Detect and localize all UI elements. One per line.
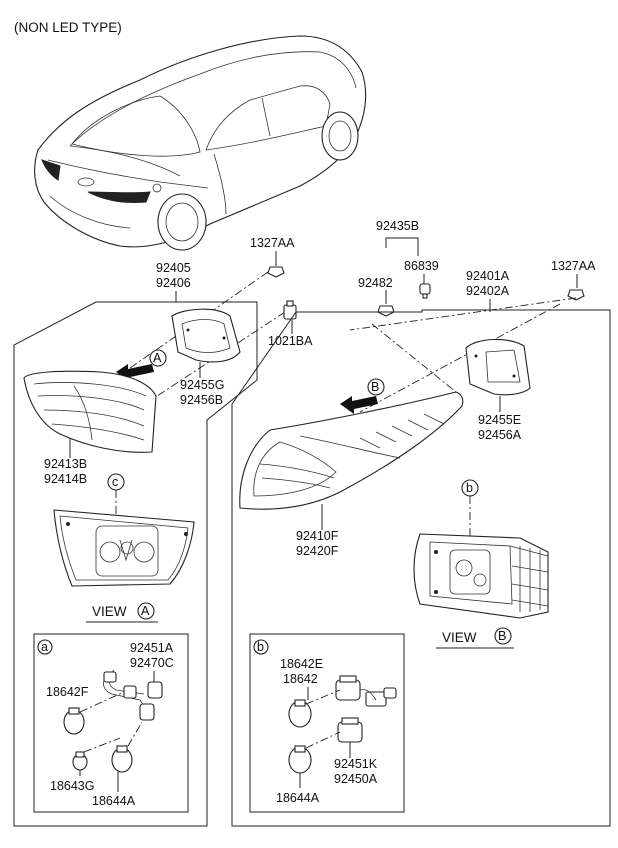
bulb-socket-b-upper-icon xyxy=(335,675,397,707)
bulb-18642F-icon xyxy=(63,707,85,735)
nut-icon xyxy=(267,266,285,278)
callout-B-circle xyxy=(367,378,385,396)
callout-b-box-circle xyxy=(253,639,269,655)
callout-c: c xyxy=(112,475,118,489)
part-label-92482: 92482 xyxy=(358,276,393,290)
part-label-92410F: 92410F xyxy=(296,529,339,543)
part-label-92451A: 92451A xyxy=(130,641,174,655)
part-label-1021BA: 1021BA xyxy=(268,334,313,348)
detail-box-a xyxy=(33,633,189,813)
part-label-18642: 18642 xyxy=(283,672,318,686)
view-b-housing-icon xyxy=(413,533,549,619)
panel-outline-left xyxy=(13,301,258,827)
part-label-92406: 92406 xyxy=(156,276,191,290)
part-label-92401A: 92401A xyxy=(466,269,510,283)
bulb-18642E-icon xyxy=(288,699,312,728)
part-label-18644A-a: 18644A xyxy=(92,794,136,808)
car-illustration xyxy=(34,35,367,251)
callout-A: A xyxy=(153,351,162,365)
callout-b-box: b xyxy=(257,640,264,654)
view-a-letter: A xyxy=(141,604,150,618)
part-label-92455G: 92455G xyxy=(180,378,224,392)
part-label-86839: 86839 xyxy=(404,259,439,273)
clip-icon xyxy=(283,300,297,320)
diagram-title: (NON LED TYPE) xyxy=(14,20,122,35)
nut-right-icon xyxy=(567,289,585,301)
detail-box-b xyxy=(249,633,405,813)
callout-B: B xyxy=(371,380,379,394)
gasket-left-icon xyxy=(171,308,241,363)
part-label-92402A: 92402A xyxy=(466,284,510,298)
view-a-word: VIEW xyxy=(92,604,127,619)
view-b-word: VIEW xyxy=(442,630,477,645)
part-label-92450A: 92450A xyxy=(334,772,378,786)
bulb-socket-b-lower-icon xyxy=(337,717,363,743)
bulb-18644A-a-icon xyxy=(111,745,133,773)
part-label-92435B: 92435B xyxy=(376,219,419,233)
outer-tail-lamp-icon xyxy=(239,391,464,510)
gasket-right-icon xyxy=(465,338,531,396)
arrow-b-icon xyxy=(340,396,378,414)
part-label-92470C: 92470C xyxy=(130,656,174,670)
view-a-housing-icon xyxy=(53,509,195,587)
part-label-92405: 92405 xyxy=(156,261,191,275)
part-label-92420F: 92420F xyxy=(296,544,339,558)
view-b-circle xyxy=(494,627,512,645)
callout-b-upper: b xyxy=(466,481,473,495)
view-a-circle xyxy=(137,602,155,620)
part-label-1327AA-right: 1327AA xyxy=(551,259,596,273)
inner-tail-lamp-icon xyxy=(23,370,157,453)
bulb-18644A-b-icon xyxy=(288,745,312,774)
part-label-1327AA-left: 1327AA xyxy=(250,236,295,250)
part-label-92456B: 92456B xyxy=(180,393,223,407)
part-label-18643G: 18643G xyxy=(50,779,94,793)
nut-92482-icon xyxy=(377,305,395,317)
panel-outline-right xyxy=(231,309,611,827)
part-label-92414B: 92414B xyxy=(44,472,87,486)
part-label-18644A-b: 18644A xyxy=(276,791,320,805)
part-label-92451K: 92451K xyxy=(334,757,378,771)
callout-a-circle xyxy=(37,639,53,655)
part-label-92455E: 92455E xyxy=(478,413,521,427)
wiring-harness-a-icon xyxy=(103,669,163,721)
screw-icon xyxy=(419,283,431,299)
part-label-92413B: 92413B xyxy=(44,457,87,471)
view-b-letter: B xyxy=(498,629,506,643)
callout-a: a xyxy=(41,640,48,654)
callout-A-circle xyxy=(149,349,167,367)
part-label-18642E: 18642E xyxy=(280,657,323,671)
part-label-18642F: 18642F xyxy=(46,685,89,699)
part-label-92456A: 92456A xyxy=(478,428,522,442)
bulb-18643G-icon xyxy=(72,751,88,771)
